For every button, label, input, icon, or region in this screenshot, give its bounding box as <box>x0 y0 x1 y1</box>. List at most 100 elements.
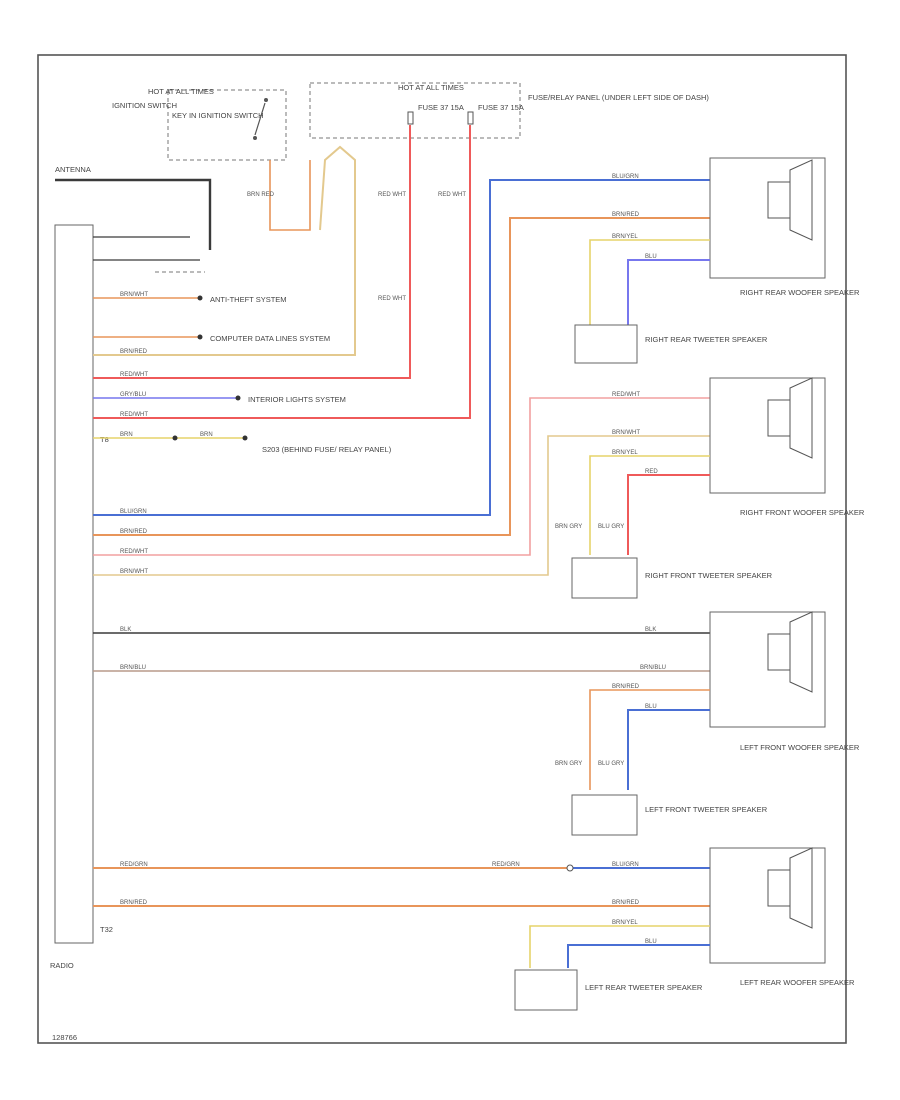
hot-at-all-times-left-label: HOT AT ALL TIMES <box>148 87 214 96</box>
rf-tweeter-wire-2 <box>627 474 710 555</box>
wire-label-brn-gry-1: BRN GRY <box>555 524 582 530</box>
rf-woofer-pos-wire <box>93 397 710 556</box>
rf-woofer-neg-wire <box>93 435 710 576</box>
wire-label-brn-red-6: BRN/RED <box>612 684 640 690</box>
rr-woofer-neg-wire <box>93 217 710 536</box>
wire-label-brn-red-1: BRN/RED <box>120 349 148 355</box>
ignition-switch-pin-top <box>264 98 268 102</box>
right-rear-tweeter-group: BRN/YEL BLU RIGHT REAR TWEETER SPEAKER <box>574 234 768 364</box>
wire-label-blu-2: BLU <box>645 704 657 710</box>
lf-tweeter-wire-1 <box>589 689 710 790</box>
radio-housing <box>54 224 94 944</box>
s203-node-1 <box>172 435 178 441</box>
wire-label-brn-blu-2: BRN/BLU <box>640 665 666 671</box>
wire-label-brn-red-5: BRN/RED <box>612 900 640 906</box>
anti-theft-node <box>197 295 203 301</box>
lr-connector <box>566 864 574 872</box>
wire-label-red-wht-top-2: RED WHT <box>438 192 466 198</box>
antenna-wire <box>55 178 212 250</box>
rf-tweeter-wire-1 <box>589 455 710 555</box>
footer-code: 128766 <box>52 1033 77 1042</box>
left-rear-tweeter-label: LEFT REAR TWEETER SPEAKER <box>585 983 703 992</box>
fuse-37b-symbol <box>467 111 474 125</box>
wire-label-red-wht-2: RED/WHT <box>120 412 148 418</box>
left-front-tweeter-group: BRN/RED BLU BRN GRY BLU GRY LEFT FRONT T… <box>555 684 768 836</box>
wire-label-blu-3: BLU <box>645 939 657 945</box>
s203-label: S203 (BEHIND FUSE/ RELAY PANEL) <box>262 445 392 454</box>
left-rear-woofer: LEFT REAR WOOFER SPEAKER <box>709 847 855 987</box>
wire-label-brn-red-4: BRN/RED <box>120 900 148 906</box>
computer-data-label: COMPUTER DATA LINES SYSTEM <box>210 334 330 343</box>
key-in-ignition-label: KEY IN IGNITION SWITCH <box>172 111 264 120</box>
fuse-37b-label: FUSE 37 15A <box>478 103 524 112</box>
fuse-relay-panel-label: FUSE/RELAY PANEL (UNDER LEFT SIDE OF DAS… <box>528 93 709 102</box>
wire-label-gry-blu: GRY/BLU <box>120 392 146 398</box>
wire-label-brn-red-3: BRN/RED <box>612 212 640 218</box>
wire-label-brn-yel-3: BRN/YEL <box>612 920 638 926</box>
fuse-feed-wire-2 <box>93 125 471 419</box>
wire-label-red-wht-3: RED/WHT <box>120 549 148 555</box>
fuse-37-symbol <box>407 111 414 125</box>
wire-label-blu-grn-3: BLU/GRN <box>612 862 639 868</box>
left-front-woofer: LEFT FRONT WOOFER SPEAKER <box>709 611 860 752</box>
wire-label-blk-2: BLK <box>645 627 656 633</box>
ignition-switch-contact <box>254 102 266 136</box>
wire-label-blu-grn-1: BLU/GRN <box>120 509 147 515</box>
ignition-switch-label: IGNITION SWITCH <box>112 101 177 110</box>
fuse-relay-panel-block: HOT AT ALL TIMES FUSE 37 15A FUSE 37 15A… <box>309 82 709 139</box>
wire-label-brn-wht-1: BRN/WHT <box>120 292 148 298</box>
wire-label-red-wht-top-1: RED WHT <box>378 192 406 198</box>
ignition-switch-block: HOT AT ALL TIMES IGNITION SWITCH KEY IN … <box>112 87 287 161</box>
wire-label-brn-blu-1: BRN/BLU <box>120 665 146 671</box>
wire-label-red-wht-mid: RED WHT <box>378 296 406 302</box>
wire-label-brn-gry-2: BRN GRY <box>555 761 582 767</box>
rr-woofer-pos-wire <box>93 179 710 516</box>
fuse-feed-wire-1 <box>93 125 411 379</box>
right-rear-tweeter-label: RIGHT REAR TWEETER SPEAKER <box>645 335 768 344</box>
interior-lights-label: INTERIOR LIGHTS SYSTEM <box>248 395 346 404</box>
right-front-woofer-label: RIGHT FRONT WOOFER SPEAKER <box>740 508 865 517</box>
antenna-label: ANTENNA <box>55 165 91 174</box>
lr-tweeter-wire-1 <box>529 925 710 968</box>
fuse-37-label: FUSE 37 15A <box>418 103 464 112</box>
rr-tweeter-wire-2 <box>627 259 710 325</box>
anti-theft-label: ANTI-THEFT SYSTEM <box>210 295 287 304</box>
wire-label-red-grn-1: RED/GRN <box>120 862 148 868</box>
wire-label-blk-1: BLK <box>120 627 131 633</box>
right-front-tweeter-label: RIGHT FRONT TWEETER SPEAKER <box>645 571 773 580</box>
wire-label-red-grn-2: RED/GRN <box>492 862 520 868</box>
t8-label: T8 <box>100 435 109 444</box>
radio-block: RADIO T8 T32 128766 <box>50 224 113 1042</box>
wire-label-blu-1: BLU <box>645 254 657 260</box>
ignition-feed-wire <box>93 145 356 356</box>
rr-tweeter-wire-1 <box>589 239 710 325</box>
left-rear-tweeter-group: BRN/YEL BLU LEFT REAR TWEETER SPEAKER <box>514 920 710 1011</box>
t32-wiring: BLU/GRN BLU/GRN BRN/RED BRN/RED RED/WHT … <box>93 174 710 907</box>
wire-label-brn-yel-2: BRN/YEL <box>612 450 638 456</box>
wire-label-brn-1: BRN <box>120 432 133 438</box>
left-front-tweeter-label: LEFT FRONT TWEETER SPEAKER <box>645 805 768 814</box>
wire-label-brn-2: BRN <box>200 432 213 438</box>
ignition-switch-pin <box>253 136 257 140</box>
diagram-frame <box>37 54 847 1044</box>
lr-tweeter-wire-2 <box>567 944 710 968</box>
t32-label: T32 <box>100 925 113 934</box>
right-front-woofer: RIGHT FRONT WOOFER SPEAKER <box>709 377 865 517</box>
left-front-woofer-label: LEFT FRONT WOOFER SPEAKER <box>740 743 860 752</box>
wire-label-blu-gry-2: BLU GRY <box>598 761 624 767</box>
wire-label-brn-red-top: BRN RED <box>247 192 275 198</box>
wire-label-blu-gry-1: BLU GRY <box>598 524 624 530</box>
hot-at-all-times-right-label: HOT AT ALL TIMES <box>398 83 464 92</box>
wire-label-brn-yel-1: BRN/YEL <box>612 234 638 240</box>
wire-label-red-wht-4: RED/WHT <box>612 392 640 398</box>
wire-label-blu-grn-2: BLU/GRN <box>612 174 639 180</box>
interior-lights-node <box>235 395 241 401</box>
right-rear-woofer-label: RIGHT REAR WOOFER SPEAKER <box>740 288 860 297</box>
wire-label-brn-wht-3: BRN/WHT <box>612 430 640 436</box>
right-front-tweeter-group: BRN/YEL RED BRN GRY BLU GRY RIGHT FRONT … <box>555 450 773 599</box>
right-rear-woofer: RIGHT REAR WOOFER SPEAKER <box>709 157 860 297</box>
lf-tweeter-wire-2 <box>627 709 710 790</box>
wire-label-red-1: RED <box>645 469 658 475</box>
left-rear-woofer-label: LEFT REAR WOOFER SPEAKER <box>740 978 855 987</box>
